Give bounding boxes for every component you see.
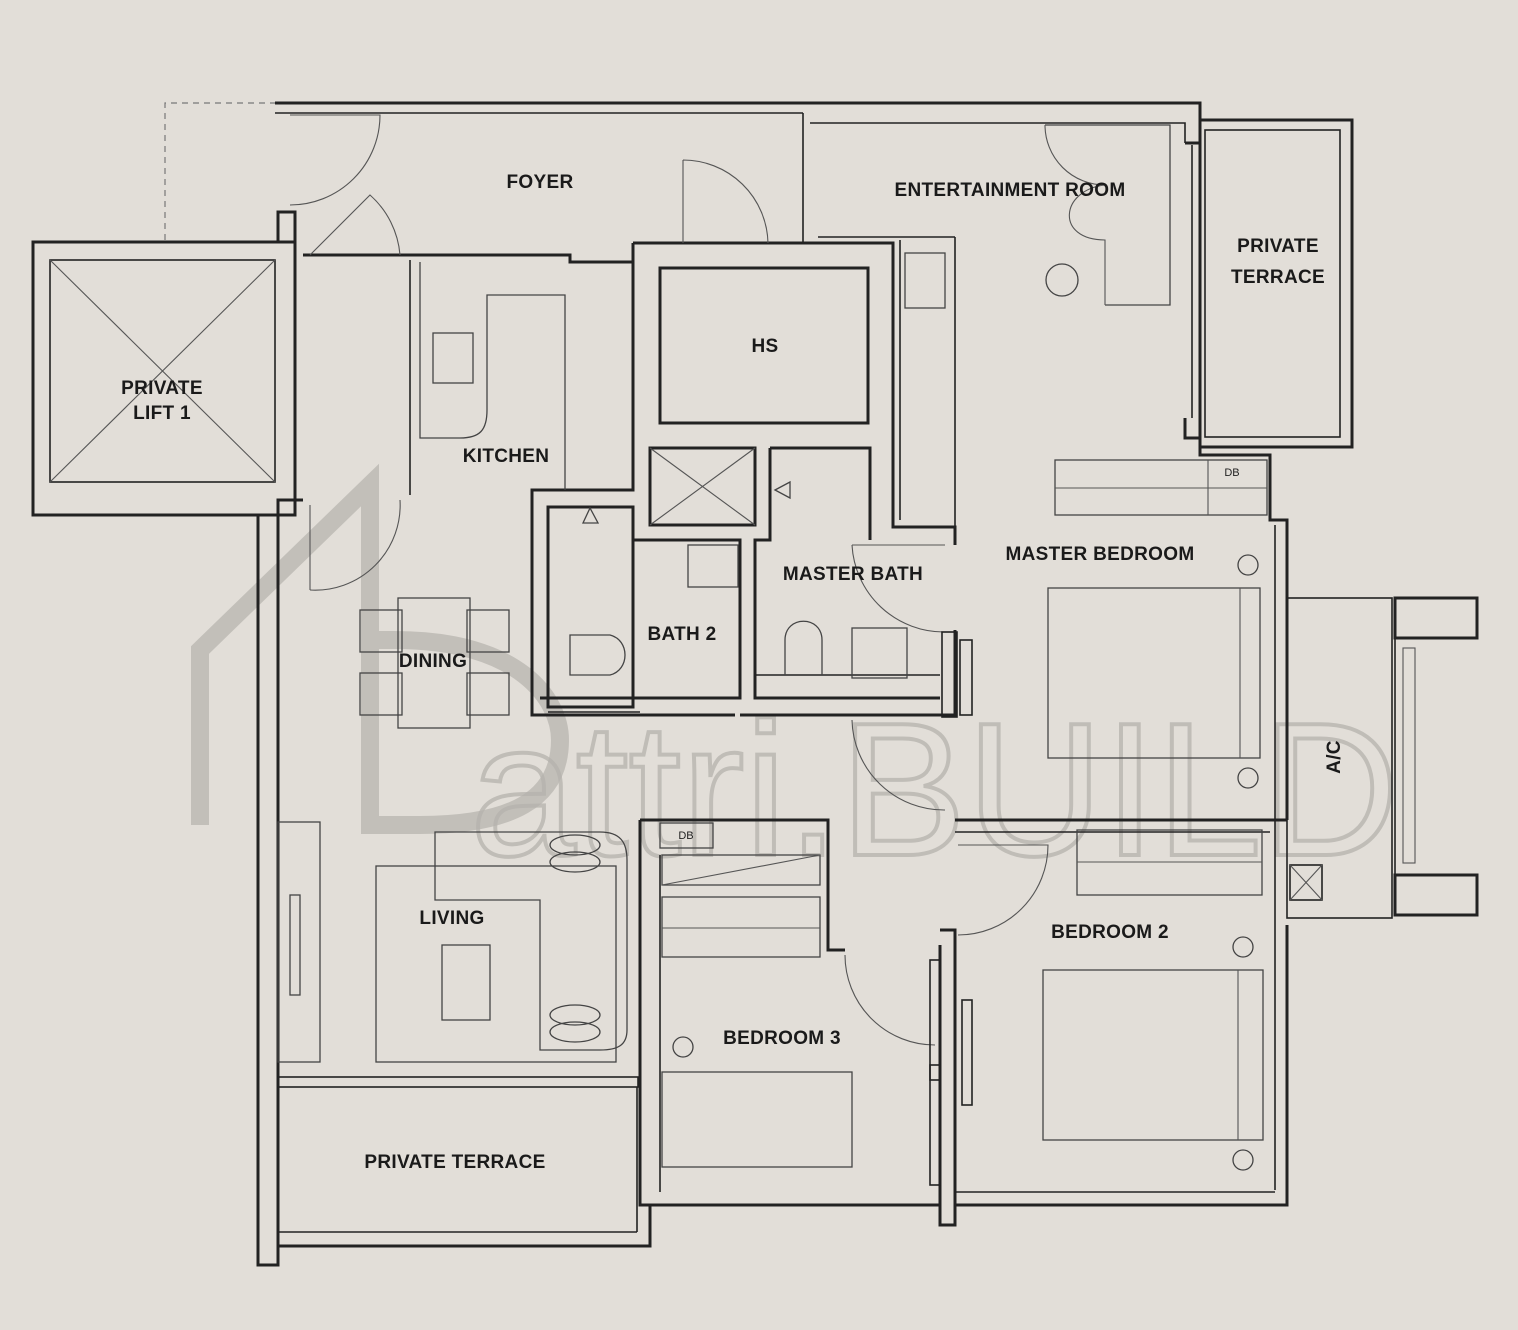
walls [31,101,1479,1267]
label-private-terrace-bottom: PRIVATE TERRACE [364,1152,545,1173]
label-ac: A/C [1324,740,1345,774]
label-master-bath: MASTER BATH [783,564,923,585]
label-dining: DINING [399,651,467,672]
tv-console [277,821,321,1063]
lift-outer-wall [31,240,297,517]
coffee-table [441,944,491,1021]
terrace-top-wall [1198,118,1354,449]
label-db-bedroom-3: DB [678,830,693,842]
kitchen-counter [419,262,566,490]
hs-walls [658,266,870,425]
label-hs: HS [752,336,779,357]
label-private-lift-2: LIFT 1 [133,403,191,424]
dashed-boundary [164,102,275,240]
bedroom-3-bed [661,1071,853,1168]
label-foyer: FOYER [507,172,574,193]
label-bedroom-3: BEDROOM 3 [723,1028,841,1049]
label-db-master: DB [1224,467,1239,479]
label-private-terrace-top-2: TERRACE [1231,267,1325,288]
sofa [434,831,628,1051]
label-private-lift-1: PRIVATE [121,378,203,399]
label-private-terrace-top-1: PRIVATE [1237,236,1319,257]
bedroom-2-bed [1042,969,1264,1141]
labels: FOYER ENTERTAINMENT ROOM PRIVATE TERRACE… [121,172,1345,1173]
label-bath-2: BATH 2 [647,624,716,645]
living-rug [375,865,617,1063]
ac-ledge [1286,597,1393,919]
label-master-bedroom: MASTER BEDROOM [1006,544,1195,565]
label-kitchen: KITCHEN [463,446,550,467]
doors [289,114,1049,1186]
furniture [277,124,1416,1171]
watermark: attri.BUILD [191,463,1401,898]
label-living: LIVING [419,908,484,929]
label-bedroom-2: BEDROOM 2 [1051,922,1169,943]
master-bed [1047,587,1261,759]
watermark-house-shape [191,463,570,834]
label-entertainment-room: ENTERTAINMENT ROOM [895,180,1126,201]
dining-table [397,597,471,729]
